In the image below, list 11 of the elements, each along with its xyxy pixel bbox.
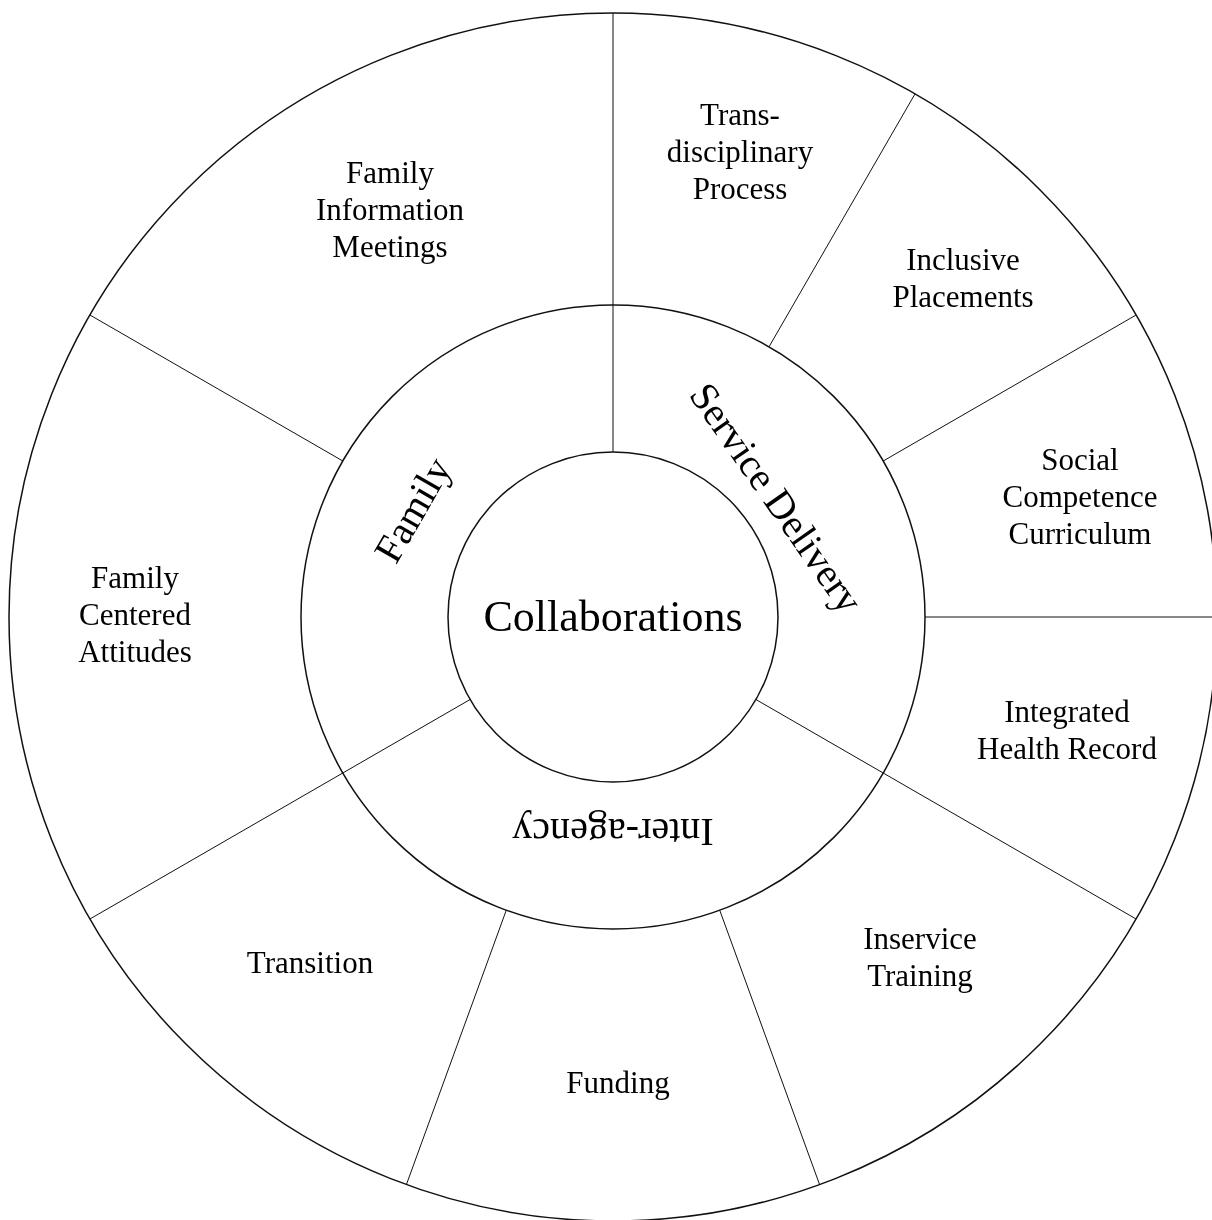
segment-label: Family Information Meetings <box>275 154 505 266</box>
ring-label: Inter-agency <box>483 810 743 854</box>
segment-label: Trans- disciplinary Process <box>645 96 835 208</box>
segment-label: Inservice Training <box>825 919 1015 995</box>
segment-label: Social Competence Curriculum <box>980 441 1180 553</box>
center-label: Collaborations <box>463 592 763 642</box>
segment-label: Family Centered Attitudes <box>45 559 225 671</box>
segment-label: Inclusive Placements <box>868 240 1058 316</box>
segment-label: Funding <box>523 1064 713 1102</box>
segment-label: Integrated Health Record <box>977 692 1157 768</box>
segment-label: Transition <box>215 944 405 982</box>
